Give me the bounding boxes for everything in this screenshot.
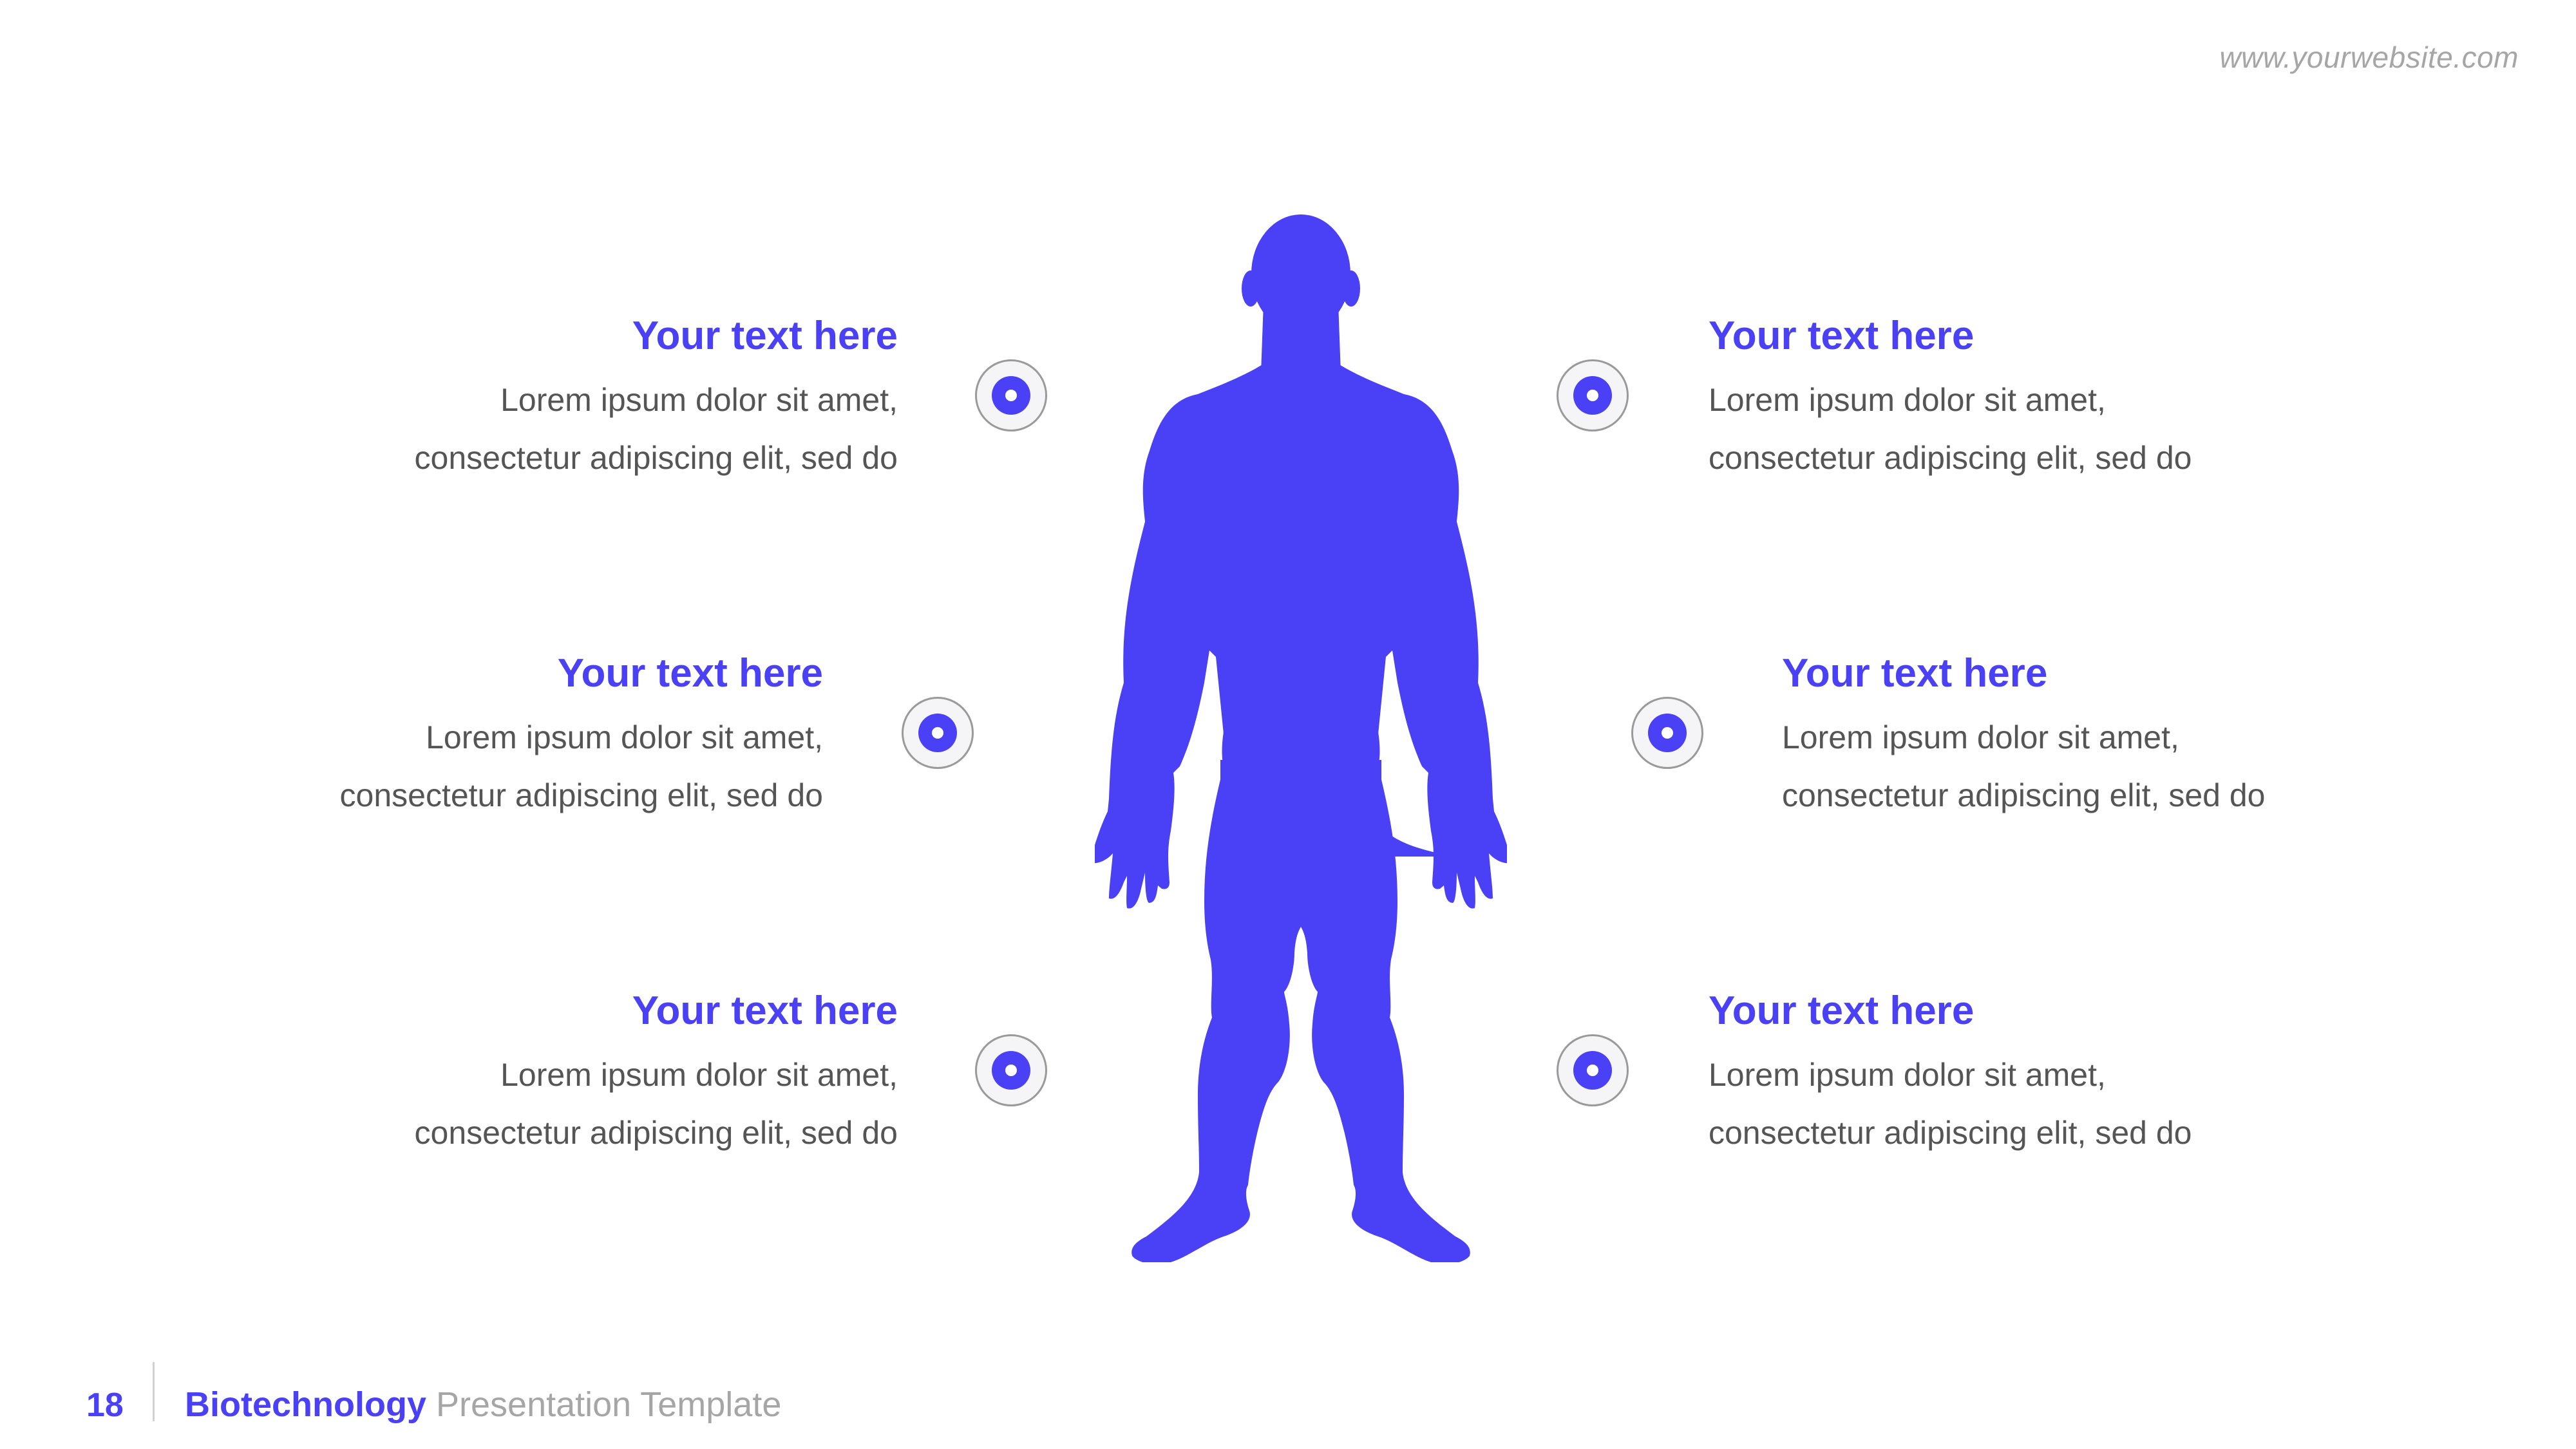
footer-title: Biotechnology Presentation Template	[185, 1385, 781, 1425]
target-dot-icon	[1557, 1034, 1629, 1106]
callout-text-line-1: Lorem ipsum dolor sit amet,	[500, 1057, 898, 1093]
callout-title: Your text here	[632, 989, 898, 1033]
callout-left-middle: Your text here Lorem ipsum dolor sit ame…	[115, 648, 823, 824]
callout-text-line-2: consectetur adipiscing elit, sed do	[414, 1115, 898, 1151]
callout-left-top: Your text here Lorem ipsum dolor sit ame…	[189, 310, 898, 487]
callout-text-line-1: Lorem ipsum dolor sit amet,	[500, 382, 898, 418]
callout-title: Your text here	[1782, 651, 2048, 696]
callout-text-line-2: consectetur adipiscing elit, sed do	[1782, 777, 2266, 813]
callout-text-line-2: consectetur adipiscing elit, sed do	[1709, 1115, 2192, 1151]
target-dot-icon	[975, 1034, 1047, 1106]
callout-text-line-2: consectetur adipiscing elit, sed do	[1709, 440, 2192, 476]
footer-divider	[153, 1362, 155, 1421]
callout-right-middle: Your text here Lorem ipsum dolor sit ame…	[1782, 648, 2490, 824]
target-dot-icon	[1557, 359, 1629, 431]
callout-text-line-2: consectetur adipiscing elit, sed do	[339, 777, 823, 813]
human-body-silhouette-icon	[1095, 214, 1507, 1262]
callout-right-top: Your text here Lorem ipsum dolor sit ame…	[1709, 310, 2417, 487]
callout-title: Your text here	[1709, 989, 1975, 1033]
target-dot-icon	[1631, 697, 1703, 769]
callout-text-line-1: Lorem ipsum dolor sit amet,	[426, 719, 823, 755]
footer-subtitle: Presentation Template	[436, 1385, 782, 1424]
website-url: www.yourwebsite.com	[2219, 41, 2519, 74]
callout-title: Your text here	[1709, 314, 1975, 358]
callout-text-line-2: consectetur adipiscing elit, sed do	[414, 440, 898, 476]
callout-title: Your text here	[632, 314, 898, 358]
callout-title: Your text here	[557, 651, 823, 696]
callout-right-bottom: Your text here Lorem ipsum dolor sit ame…	[1709, 985, 2417, 1162]
page-number: 18	[86, 1387, 124, 1424]
footer-brand: Biotechnology	[185, 1385, 426, 1424]
callout-text-line-1: Lorem ipsum dolor sit amet,	[1782, 719, 2179, 755]
callout-text-line-1: Lorem ipsum dolor sit amet,	[1709, 382, 2106, 418]
callout-text-line-1: Lorem ipsum dolor sit amet,	[1709, 1057, 2106, 1093]
target-dot-icon	[902, 697, 974, 769]
target-dot-icon	[975, 359, 1047, 431]
callout-left-bottom: Your text here Lorem ipsum dolor sit ame…	[189, 985, 898, 1162]
